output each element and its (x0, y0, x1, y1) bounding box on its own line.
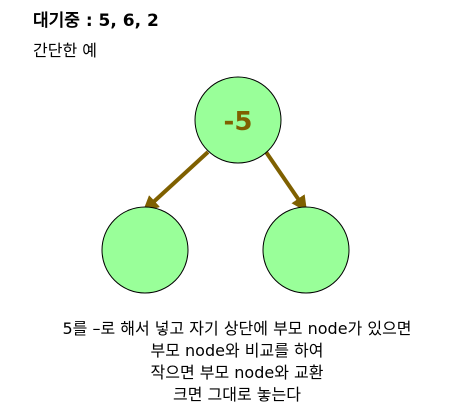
heap-tree-diagram: -5 (101, 76, 350, 294)
explanation-line: 크면 그대로 놓는다 (173, 385, 301, 404)
explanation-line: 작으면 부모 node와 교환 (150, 363, 324, 382)
root-node-label: -5 (224, 107, 253, 137)
queue-label: 대기중 : 5, 6, 2 (33, 11, 159, 31)
edge-root-left (142, 150, 210, 212)
left-child-node (101, 206, 189, 294)
explanation-line: 부모 node와 비교를 하여 (150, 341, 324, 360)
explanation-line: 5를 –로 해서 넣고 자기 상단에 부모 node가 있으면 (62, 319, 412, 338)
right-child-node (262, 206, 350, 294)
edge-root-right (264, 150, 308, 212)
subtitle: 간단한 예 (33, 41, 97, 60)
root-node (194, 76, 282, 164)
explanation-text: 5를 –로 해서 넣고 자기 상단에 부모 node가 있으면 부모 node와… (0, 318, 474, 406)
